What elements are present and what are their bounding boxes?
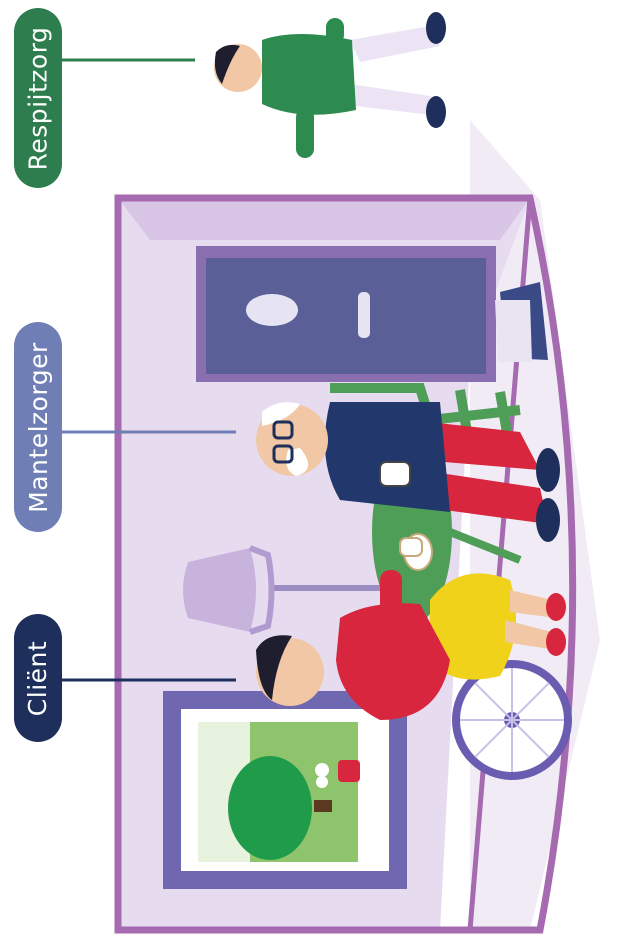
caregiver-shoe-2 [536, 498, 560, 542]
respite-torso [262, 34, 356, 115]
flower-icon-2 [316, 776, 328, 788]
client-label: Cliënt [14, 614, 62, 742]
flower-icon [315, 763, 329, 777]
client-shoe-2 [546, 628, 566, 656]
room-wall-shade [118, 198, 530, 240]
side-table [495, 282, 548, 362]
respite-legs [350, 26, 440, 116]
client-label-text: Cliënt [24, 640, 53, 715]
client-arm [380, 570, 402, 630]
respijtzorg-label: Respijtzorg [14, 8, 62, 188]
client-shoe [546, 593, 566, 621]
respite-worker-figure [214, 12, 446, 158]
window [172, 700, 398, 880]
respijtzorg-label-text: Respijtzorg [24, 26, 53, 170]
tree-trunk [314, 800, 332, 812]
door [196, 246, 496, 382]
respite-arm-2 [326, 18, 344, 44]
door-window-icon [246, 294, 298, 326]
respite-shoe-2 [426, 96, 446, 128]
mantelzorger-label: Mantelzorger [14, 322, 62, 532]
mug-icon [380, 462, 410, 486]
table-top [495, 300, 532, 362]
respite-shoe [426, 12, 446, 44]
tree-icon [228, 756, 312, 860]
caregiver-shoe [536, 448, 560, 492]
cup-icon [400, 538, 422, 556]
flower-pot-icon [338, 760, 360, 782]
respite-arm [296, 108, 314, 158]
mantelzorger-label-text: Mantelzorger [24, 342, 53, 513]
door-handle-icon [358, 292, 370, 338]
